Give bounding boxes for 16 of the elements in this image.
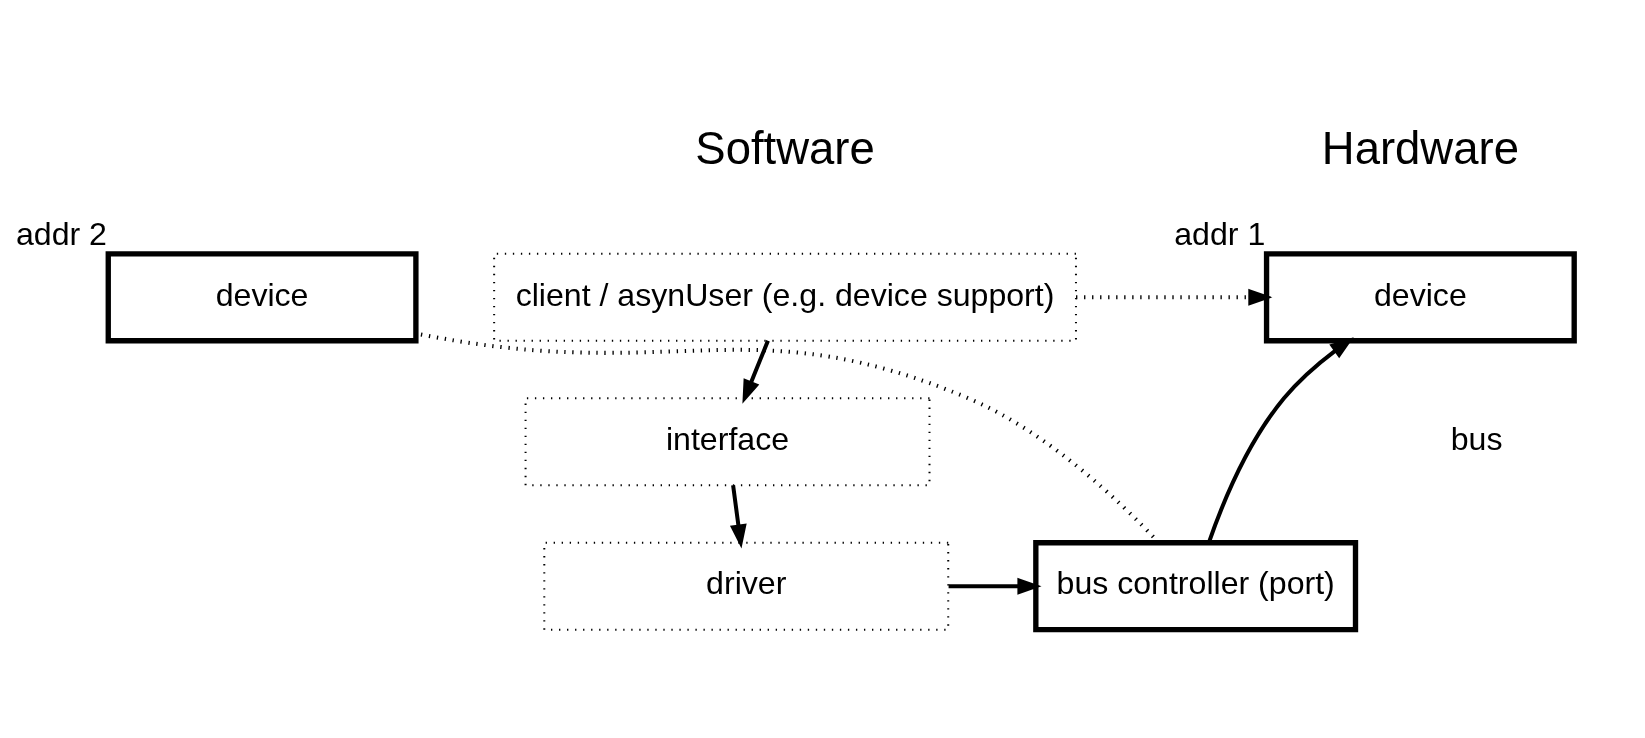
arrow [742,339,770,404]
node-box: interface [524,396,931,486]
node-box: device [105,250,419,343]
label: Software [695,122,875,174]
label: Hardware [1321,122,1519,174]
node-label: addr 2 [15,215,107,252]
node-box: device [1263,250,1577,343]
node-label: addr 1 [1174,215,1266,252]
arrow [1076,288,1273,306]
arrow [948,577,1042,595]
arrow [729,484,747,549]
node-box: client / asynUser (e.g. device support) [493,252,1077,342]
label: bus [1450,420,1503,457]
node-box: driver [543,541,950,631]
arrow [1206,336,1354,543]
node-box: bus controller (port) [1033,539,1359,632]
